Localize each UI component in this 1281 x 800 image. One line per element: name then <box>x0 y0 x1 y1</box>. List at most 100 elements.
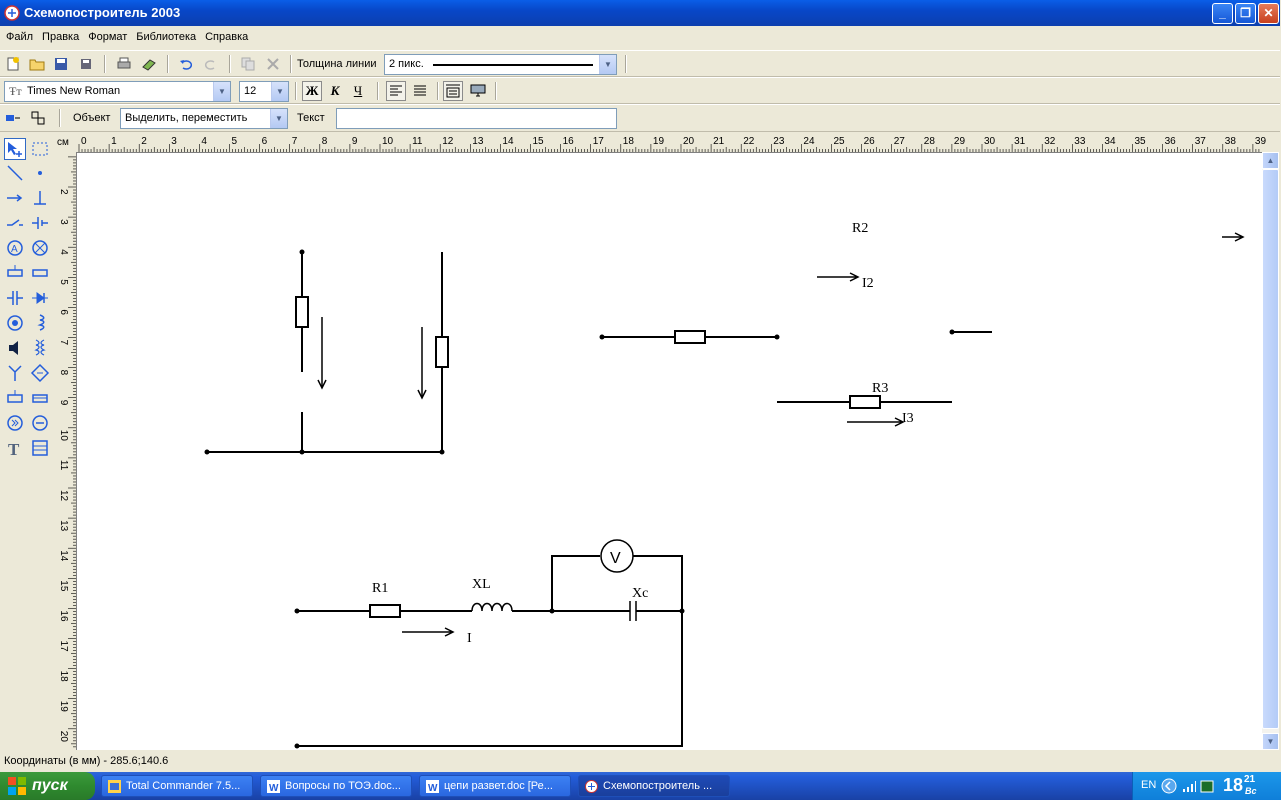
font-name-select[interactable]: Ŧт Times New Roman ▼ <box>4 81 231 102</box>
switch-tool-icon[interactable] <box>4 212 26 234</box>
source-tool-icon[interactable] <box>29 412 51 434</box>
bridge-tool-icon[interactable] <box>29 362 51 384</box>
italic-button[interactable]: К <box>330 83 340 98</box>
motor-tool-icon[interactable] <box>4 312 26 334</box>
menu-format[interactable]: Формат <box>88 31 128 43</box>
object-toolbar: Объект Выделить, переместить ▼ Текст <box>0 104 1280 132</box>
task-schematic-builder[interactable]: Схемопостроитель ... <box>578 775 730 797</box>
ruler-label: 37 <box>1195 136 1207 147</box>
text-tool-icon[interactable]: T <box>4 437 26 459</box>
task-total-commander[interactable]: Total Commander 7.5... <box>101 775 253 797</box>
inductor-tool-icon[interactable] <box>29 312 51 334</box>
text-input[interactable] <box>336 108 617 129</box>
transformer-tool-icon[interactable] <box>29 337 51 359</box>
save-as-icon[interactable] <box>76 55 96 73</box>
arrow-tool-icon[interactable] <box>4 187 26 209</box>
scroll-up-icon[interactable]: ▲ <box>1262 152 1279 169</box>
capacitor-tool-icon[interactable] <box>4 287 26 309</box>
ruler-label: 15 <box>533 136 545 147</box>
group-icon[interactable] <box>28 109 48 127</box>
line-tool-icon[interactable] <box>4 162 26 184</box>
font-size-select[interactable]: 12 ▼ <box>239 81 289 102</box>
bold-button[interactable]: Ж <box>302 81 322 101</box>
new-file-icon[interactable] <box>3 55 23 73</box>
minimize-button[interactable]: _ <box>1212 3 1233 24</box>
menu-file[interactable]: Файл <box>6 31 34 43</box>
font-name-value: Times New Roman <box>27 85 121 97</box>
maximize-button[interactable]: ❐ <box>1235 3 1256 24</box>
svg-text:T: T <box>8 440 20 459</box>
object-label: Объект <box>73 112 111 124</box>
battery-tool-icon[interactable] <box>29 212 51 234</box>
chevron-down-icon[interactable]: ▼ <box>599 55 616 74</box>
ruler-label: 1 <box>111 136 117 147</box>
word-doc-icon: W <box>267 780 280 794</box>
format-toolbar: Ŧт Times New Roman ▼ 12 ▼ Ж К Ч <box>0 77 1280 104</box>
text-frame-icon[interactable] <box>468 81 488 101</box>
speaker-tool-icon[interactable] <box>4 337 26 359</box>
align-justify-icon[interactable] <box>410 81 430 101</box>
resistor-tool-icon[interactable] <box>29 262 51 284</box>
lamp-tool-icon[interactable] <box>29 237 51 259</box>
delete-icon[interactable] <box>263 55 283 73</box>
select-tool-icon[interactable] <box>4 138 26 160</box>
ground-tool-icon[interactable] <box>29 187 51 209</box>
heater-tool-icon[interactable] <box>29 387 51 409</box>
rect-select-tool-icon[interactable] <box>29 138 51 160</box>
redo-icon[interactable] <box>201 55 221 73</box>
undo-icon[interactable] <box>176 55 196 73</box>
open-folder-icon[interactable] <box>27 55 47 73</box>
status-bar: Координаты (в мм) - 285.6;140.6 <box>0 752 1280 772</box>
ruler-label: 4 <box>201 136 207 147</box>
table-tool-icon[interactable] <box>29 437 51 459</box>
ammeter-tool-icon[interactable]: A <box>4 237 26 259</box>
network-signal-icon[interactable] <box>1181 778 1197 794</box>
tools-palette: A T <box>0 134 55 754</box>
text-top-align-icon[interactable] <box>443 81 463 101</box>
save-icon[interactable] <box>51 55 71 73</box>
fuse-tool-icon[interactable] <box>4 387 26 409</box>
node-tool-icon[interactable] <box>29 162 51 184</box>
ruler-label: 10 <box>58 430 69 442</box>
scroll-thumb[interactable] <box>1262 169 1279 729</box>
scroll-down-icon[interactable]: ▼ <box>1262 733 1279 750</box>
menu-library[interactable]: Библиотека <box>136 31 197 43</box>
chevron-down-icon[interactable]: ▼ <box>270 109 287 128</box>
diode-tool-icon[interactable] <box>29 287 51 309</box>
print-icon[interactable] <box>114 55 134 73</box>
object-mode-value: Выделить, переместить <box>125 112 248 124</box>
line-width-select[interactable]: 2 пикс. ▼ <box>384 54 617 75</box>
object-mode-select[interactable]: Выделить, переместить ▼ <box>120 108 288 129</box>
library-icon[interactable] <box>139 55 159 73</box>
antenna-tool-icon[interactable] <box>4 362 26 384</box>
chevron-down-icon[interactable]: ▼ <box>213 82 230 101</box>
generator-tool-icon[interactable] <box>4 412 26 434</box>
svg-text:A: A <box>11 244 18 255</box>
chevron-down-icon[interactable]: ▼ <box>271 82 288 101</box>
drawing-canvas[interactable]: R2 I2 R3 I3 R1 XL Xc I V <box>76 152 1262 750</box>
ruler-label: 17 <box>58 641 69 653</box>
task-label: цепи развет.doc [Ре... <box>444 780 553 792</box>
tray-collapse-icon[interactable] <box>1161 778 1177 794</box>
language-indicator[interactable]: EN <box>1141 779 1157 791</box>
copy-icon[interactable] <box>238 55 258 73</box>
menu-edit[interactable]: Правка <box>42 31 80 43</box>
close-button[interactable]: ✕ <box>1258 3 1279 24</box>
resistor-v-tool-icon[interactable] <box>4 262 26 284</box>
underline-button[interactable]: Ч <box>353 83 363 98</box>
vertical-scrollbar[interactable]: ▲ ▼ <box>1262 152 1279 750</box>
ruler-label: 10 <box>382 136 394 147</box>
align-left-icon[interactable] <box>386 81 406 101</box>
object-props-icon[interactable] <box>3 109 23 127</box>
ruler-label: 27 <box>894 136 906 147</box>
ruler-label: 39 <box>1255 136 1267 147</box>
battery-icon[interactable] <box>1199 778 1215 794</box>
ruler-label: 33 <box>1074 136 1086 147</box>
menu-help[interactable]: Справка <box>205 31 249 43</box>
start-button[interactable]: пуск <box>0 772 95 800</box>
task-label: Схемопостроитель ... <box>603 780 713 792</box>
